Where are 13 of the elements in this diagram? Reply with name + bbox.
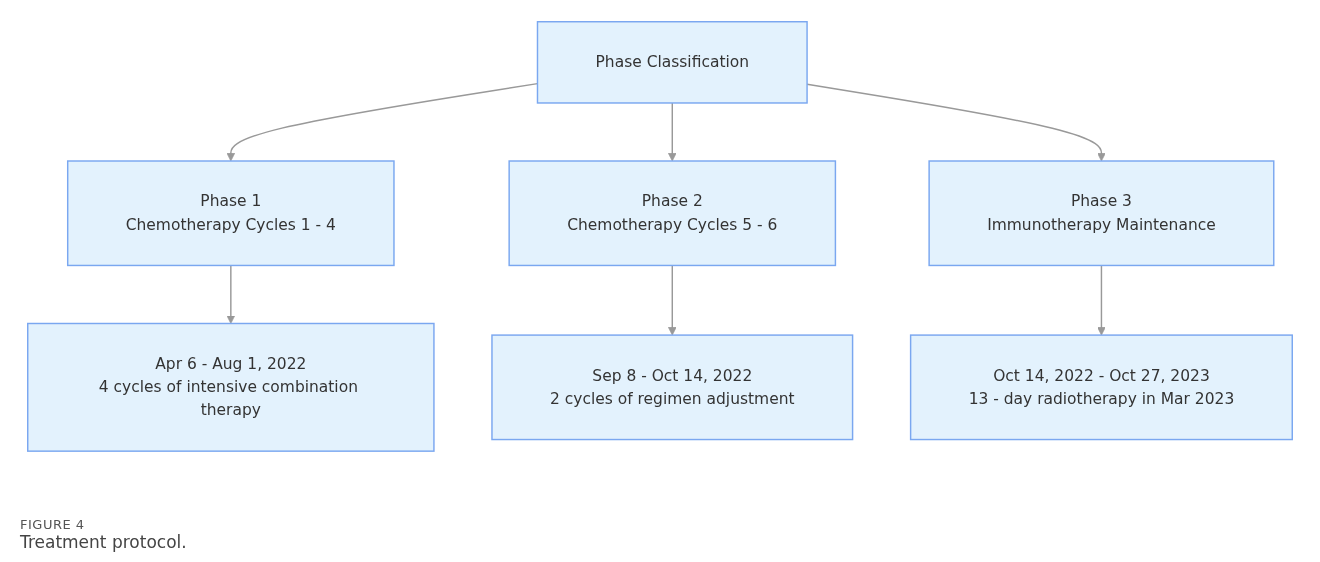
node-box: Apr 6 - Aug 1, 2022 4 cycles of intensive combination therapy (27, 322, 435, 452)
arrow (226, 264, 236, 324)
caption: Treatment protocol. (20, 532, 188, 552)
node-box: Phase Classification (536, 21, 808, 104)
arrow (1097, 264, 1106, 336)
node-box: Phase 3 Immunotherapy Maintenance (928, 160, 1275, 267)
node-box: Phase 2 Chemotherapy Cycles 5 - 6 (508, 160, 837, 267)
node-box: Sep 8 - Oct 14, 2022 2 cycles of regimen adjustment (491, 334, 854, 441)
node-box: Phase 1 Chemotherapy Cycles 1 - 4 (67, 160, 395, 267)
node-box: Oct 14, 2022 - Oct 27, 2023 13 - day radiotherapy in Mar 2023 (909, 334, 1293, 441)
arrow (668, 102, 677, 162)
figure-label: FIGURE 4 (20, 517, 86, 532)
arrow (668, 264, 677, 336)
